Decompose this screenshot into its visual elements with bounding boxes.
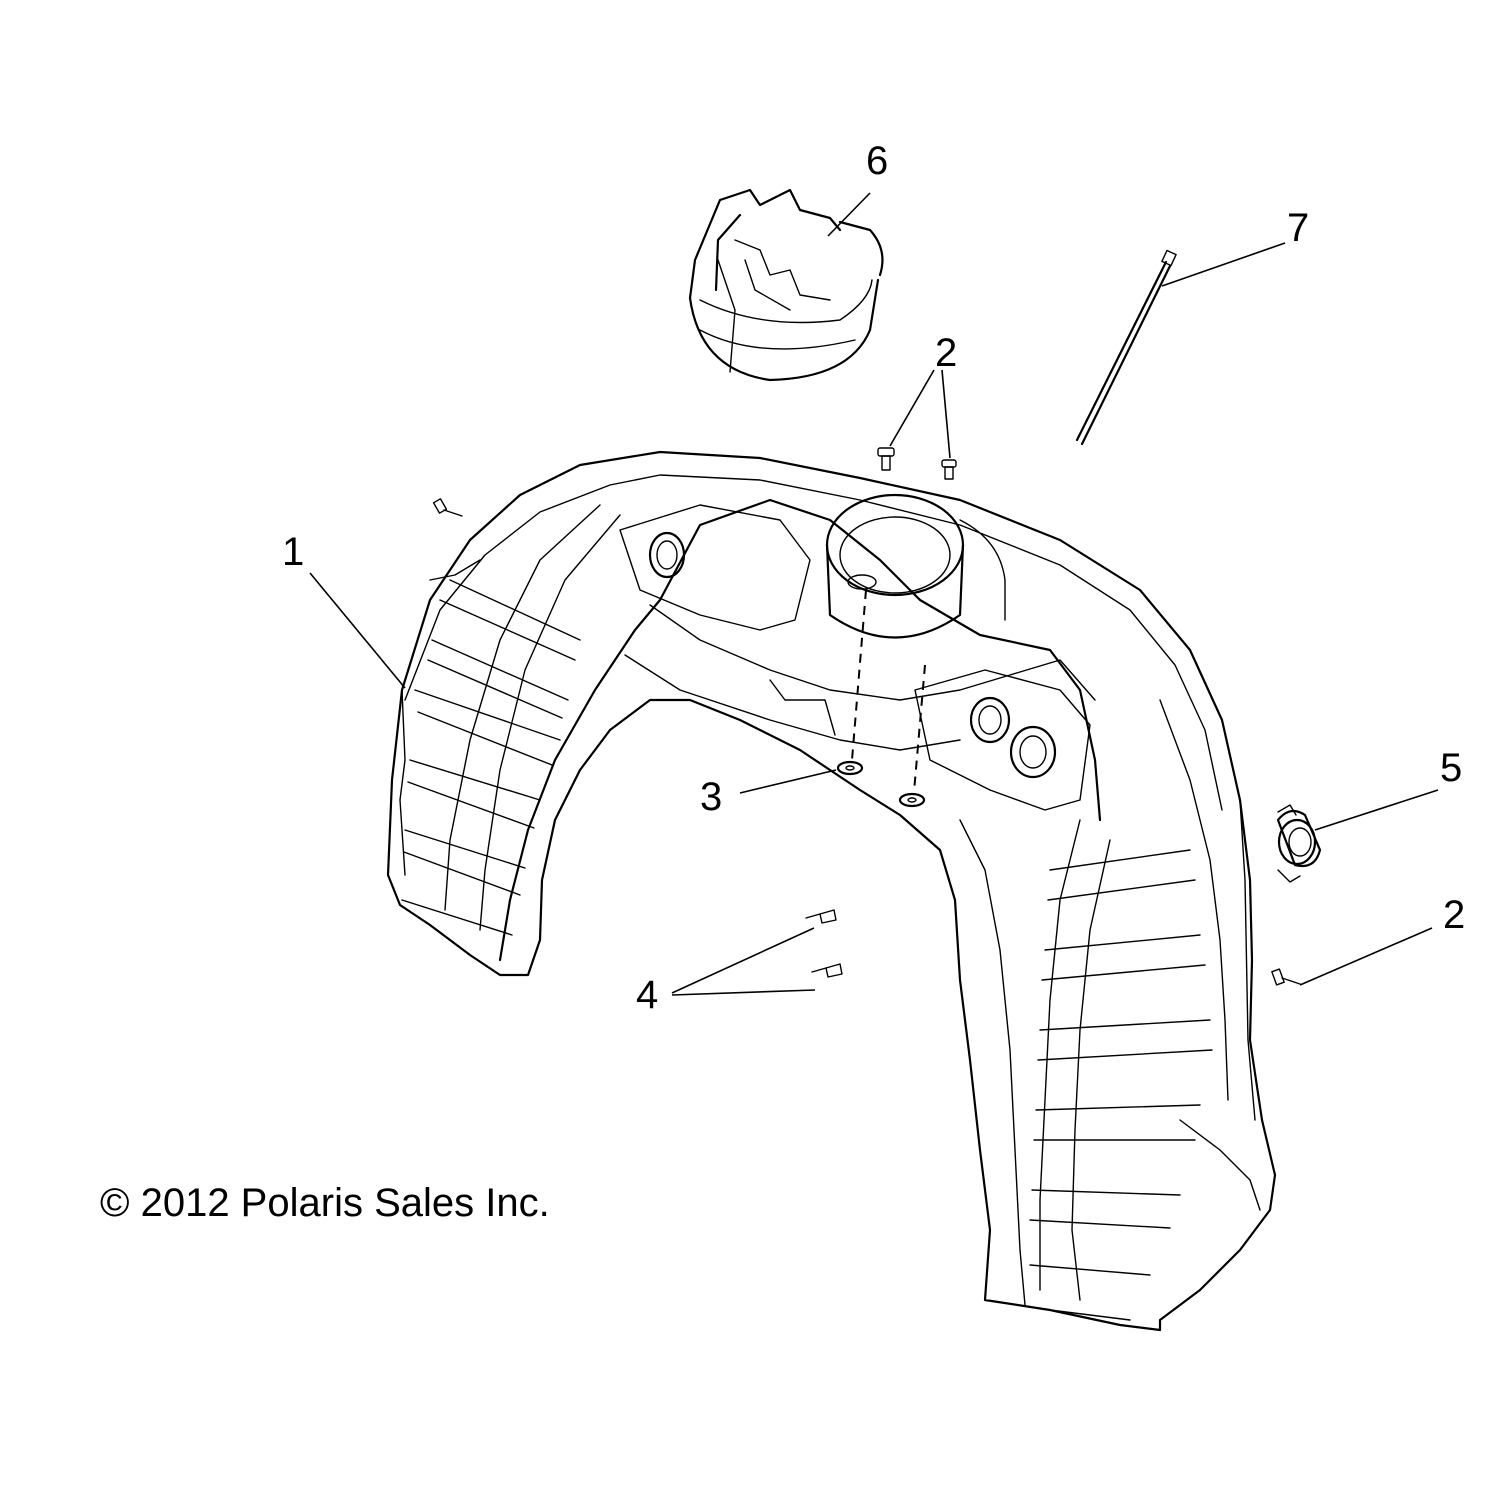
callout-6: 6 — [866, 139, 888, 183]
callout-2-right: 2 — [1443, 893, 1465, 937]
callout-1: 1 — [282, 530, 304, 574]
callout-2-top: 2 — [935, 331, 957, 375]
callout-7: 7 — [1287, 206, 1309, 250]
rivet-part-4 — [805, 909, 843, 978]
screw-part-2-right — [1271, 968, 1301, 986]
dash-panel-part-1 — [386, 450, 1277, 1332]
alignment-line-left — [851, 589, 867, 761]
alignment-line-right — [913, 664, 926, 793]
gauge-cup-part-6 — [688, 188, 884, 382]
screw-upper-left — [432, 498, 463, 517]
callout-5: 5 — [1440, 746, 1462, 790]
grommet-bracket-part-5 — [1276, 804, 1322, 883]
copyright-notice: © 2012 Polaris Sales Inc. — [100, 1181, 550, 1225]
washer-part-3 — [836, 760, 926, 808]
screw-part-2-top — [877, 447, 957, 480]
leader-lines — [309, 192, 1439, 996]
cable-tie-part-7 — [1075, 249, 1177, 446]
callout-4: 4 — [636, 973, 658, 1017]
callout-3: 3 — [700, 775, 722, 819]
